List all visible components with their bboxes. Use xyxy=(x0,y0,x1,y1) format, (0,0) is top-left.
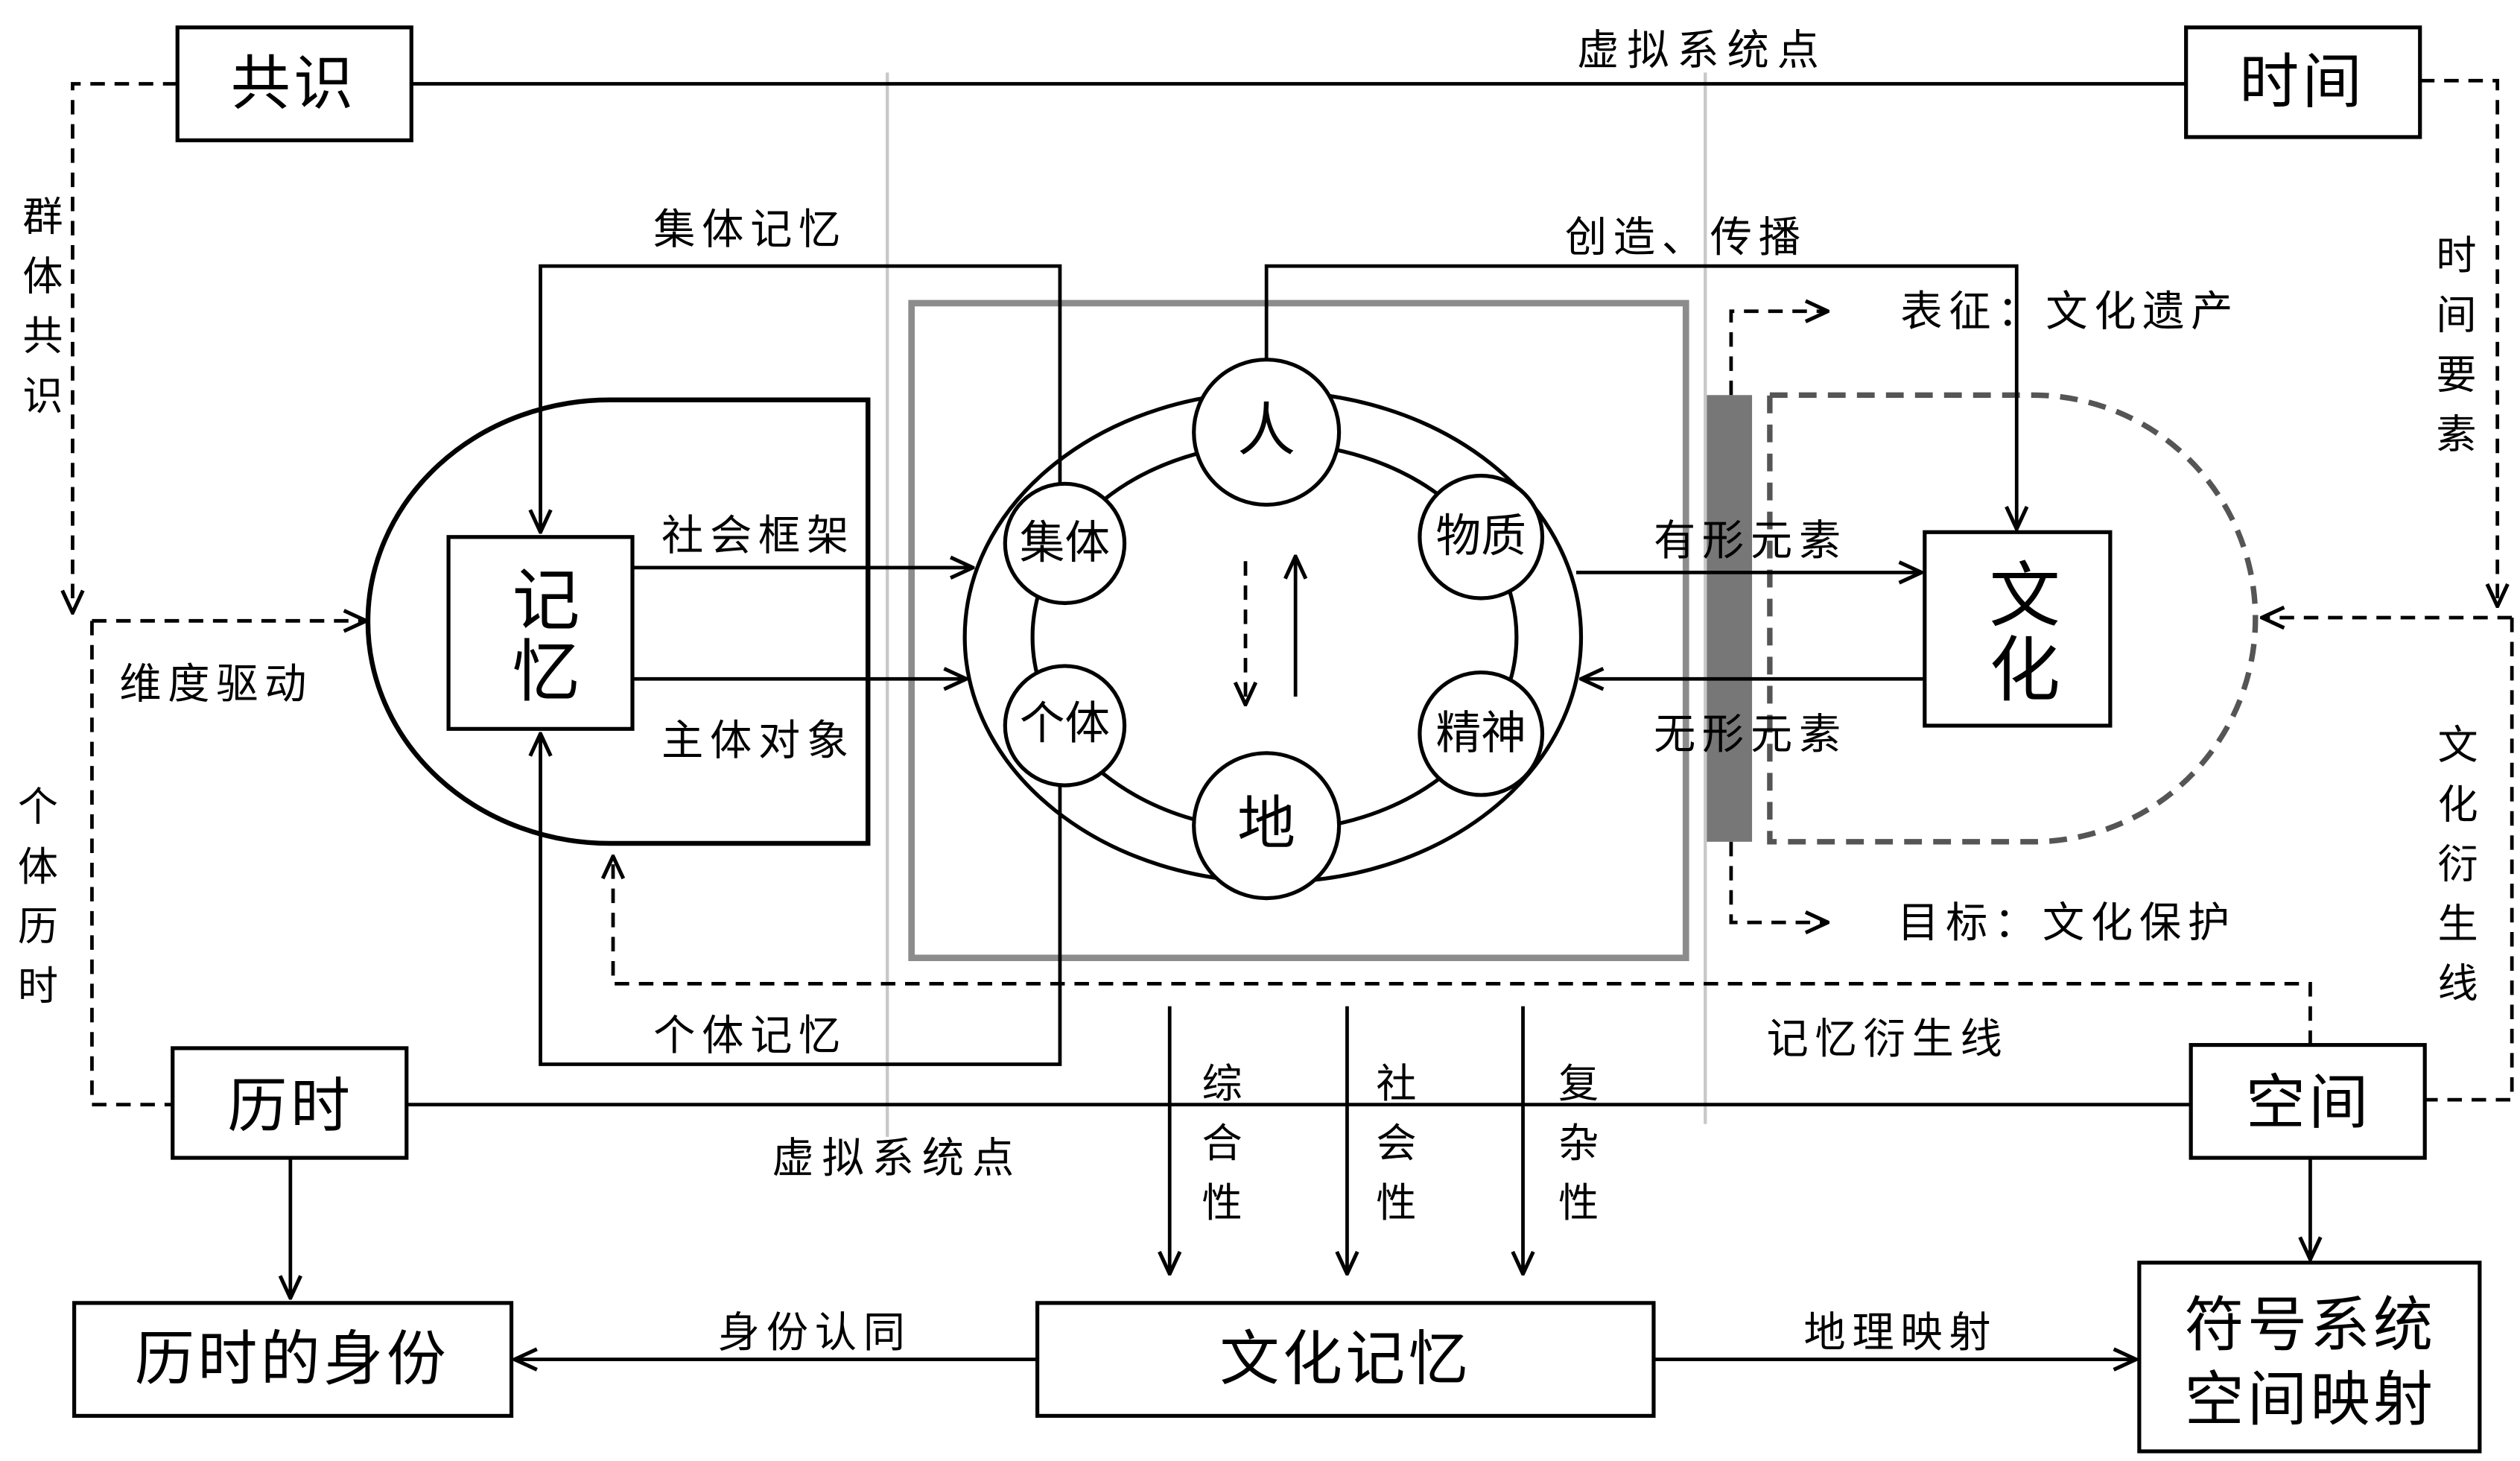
individual-label: 个体 xyxy=(1019,697,1111,750)
dimension-driven-label: 维度驱动 xyxy=(119,661,314,710)
symbol-system-label-line2: 空间映射 xyxy=(2184,1365,2437,1435)
creation-spread-arrow xyxy=(1264,264,2016,529)
individual-diachrony-label: 个体历时 xyxy=(12,785,60,1024)
person-label: 人 xyxy=(1237,398,1296,465)
diachrony-box xyxy=(171,1046,409,1160)
cultural-memory-box xyxy=(1035,1301,1656,1418)
material-label: 物质 xyxy=(1435,509,1526,563)
representation-dashed-arrow xyxy=(1729,311,1828,396)
individual-node xyxy=(1003,664,1127,787)
consensus-box xyxy=(175,25,413,142)
social-label: 社会性 xyxy=(1370,1062,1418,1241)
material-node xyxy=(1418,473,1545,600)
virtual-point-bottom-label: 虚拟系统点 xyxy=(772,1135,1023,1184)
creation-spread-label: 创造、传播 xyxy=(1564,214,1807,263)
culture-derivation-dashed-line xyxy=(2425,617,2514,1102)
time-factor-label: 时间要素 xyxy=(2430,233,2478,473)
spirit-label: 精神 xyxy=(1435,706,1526,760)
group-consensus-dashed-arrow xyxy=(72,82,178,613)
group-consensus-label: 群体共识 xyxy=(16,194,64,434)
geo-mapping-label: 地理映射 xyxy=(1803,1309,1998,1358)
heritage-boundary-bar xyxy=(1707,395,1753,842)
comprehensive-label: 综合性 xyxy=(1196,1062,1243,1241)
memory-box xyxy=(446,535,635,731)
diachrony-label: 历时 xyxy=(227,1071,354,1141)
individual-memory-arrow xyxy=(541,734,1062,1066)
culture-box xyxy=(1923,530,2113,728)
tangible-element-label: 有形元素 xyxy=(1653,517,1847,566)
identity-box xyxy=(72,1301,514,1418)
memory-label: 记忆 xyxy=(501,564,581,707)
diachronic-identity-label: 历时的身份 xyxy=(134,1325,450,1395)
symbol-system-box xyxy=(2137,1261,2482,1454)
consensus-label: 共识 xyxy=(230,49,357,119)
complex-label: 复杂性 xyxy=(1552,1062,1600,1241)
culture-derivation-label: 文化衍生线 xyxy=(2431,723,2479,1022)
virtual-point-top-label: 虚拟系统点 xyxy=(1577,27,1827,76)
goal-dashed-arrow xyxy=(1729,841,1828,922)
time-label: 时间 xyxy=(2239,47,2366,117)
social-framework-label: 社会框架 xyxy=(661,513,855,562)
space-box xyxy=(2189,1042,2427,1160)
person-node xyxy=(1192,358,1342,507)
time-box xyxy=(2184,25,2422,139)
memory-domain-shape xyxy=(365,397,871,846)
intangible-element-label: 无形元素 xyxy=(1653,711,1847,760)
representation-label: 表征：文化遗产 xyxy=(1900,288,2240,337)
memory-derivation-dashed-arrow xyxy=(613,856,2312,1045)
subject-object-label: 主体对象 xyxy=(661,717,855,767)
collective-label: 集体 xyxy=(1019,516,1111,570)
collective-node xyxy=(1003,481,1127,606)
land-label: 地 xyxy=(1237,791,1296,858)
spirit-node xyxy=(1418,670,1545,797)
identity-recognition-label: 身份认同 xyxy=(717,1309,912,1358)
individual-diachrony-dashed-line xyxy=(90,621,173,1107)
collective-memory-label: 集体记忆 xyxy=(653,206,848,255)
individual-memory-label: 个体记忆 xyxy=(653,1012,848,1062)
collective-memory-arrow xyxy=(541,264,1062,532)
symbol-system-label-line1: 符号系统 xyxy=(2184,1290,2437,1360)
land-node xyxy=(1192,751,1342,901)
goal-label: 目标：文化保护 xyxy=(1897,899,2236,948)
culture-label: 文化 xyxy=(1976,557,2059,707)
memory-derivation-label: 记忆衍生线 xyxy=(1766,1015,2009,1065)
cultural-memory-label: 文化记忆 xyxy=(1219,1325,1472,1395)
time-factor-dashed-arrow xyxy=(2419,78,2498,606)
system-frame xyxy=(908,300,1689,962)
space-label: 空间 xyxy=(2245,1068,2372,1138)
culture-domain-dashed-shape xyxy=(1767,392,2259,845)
